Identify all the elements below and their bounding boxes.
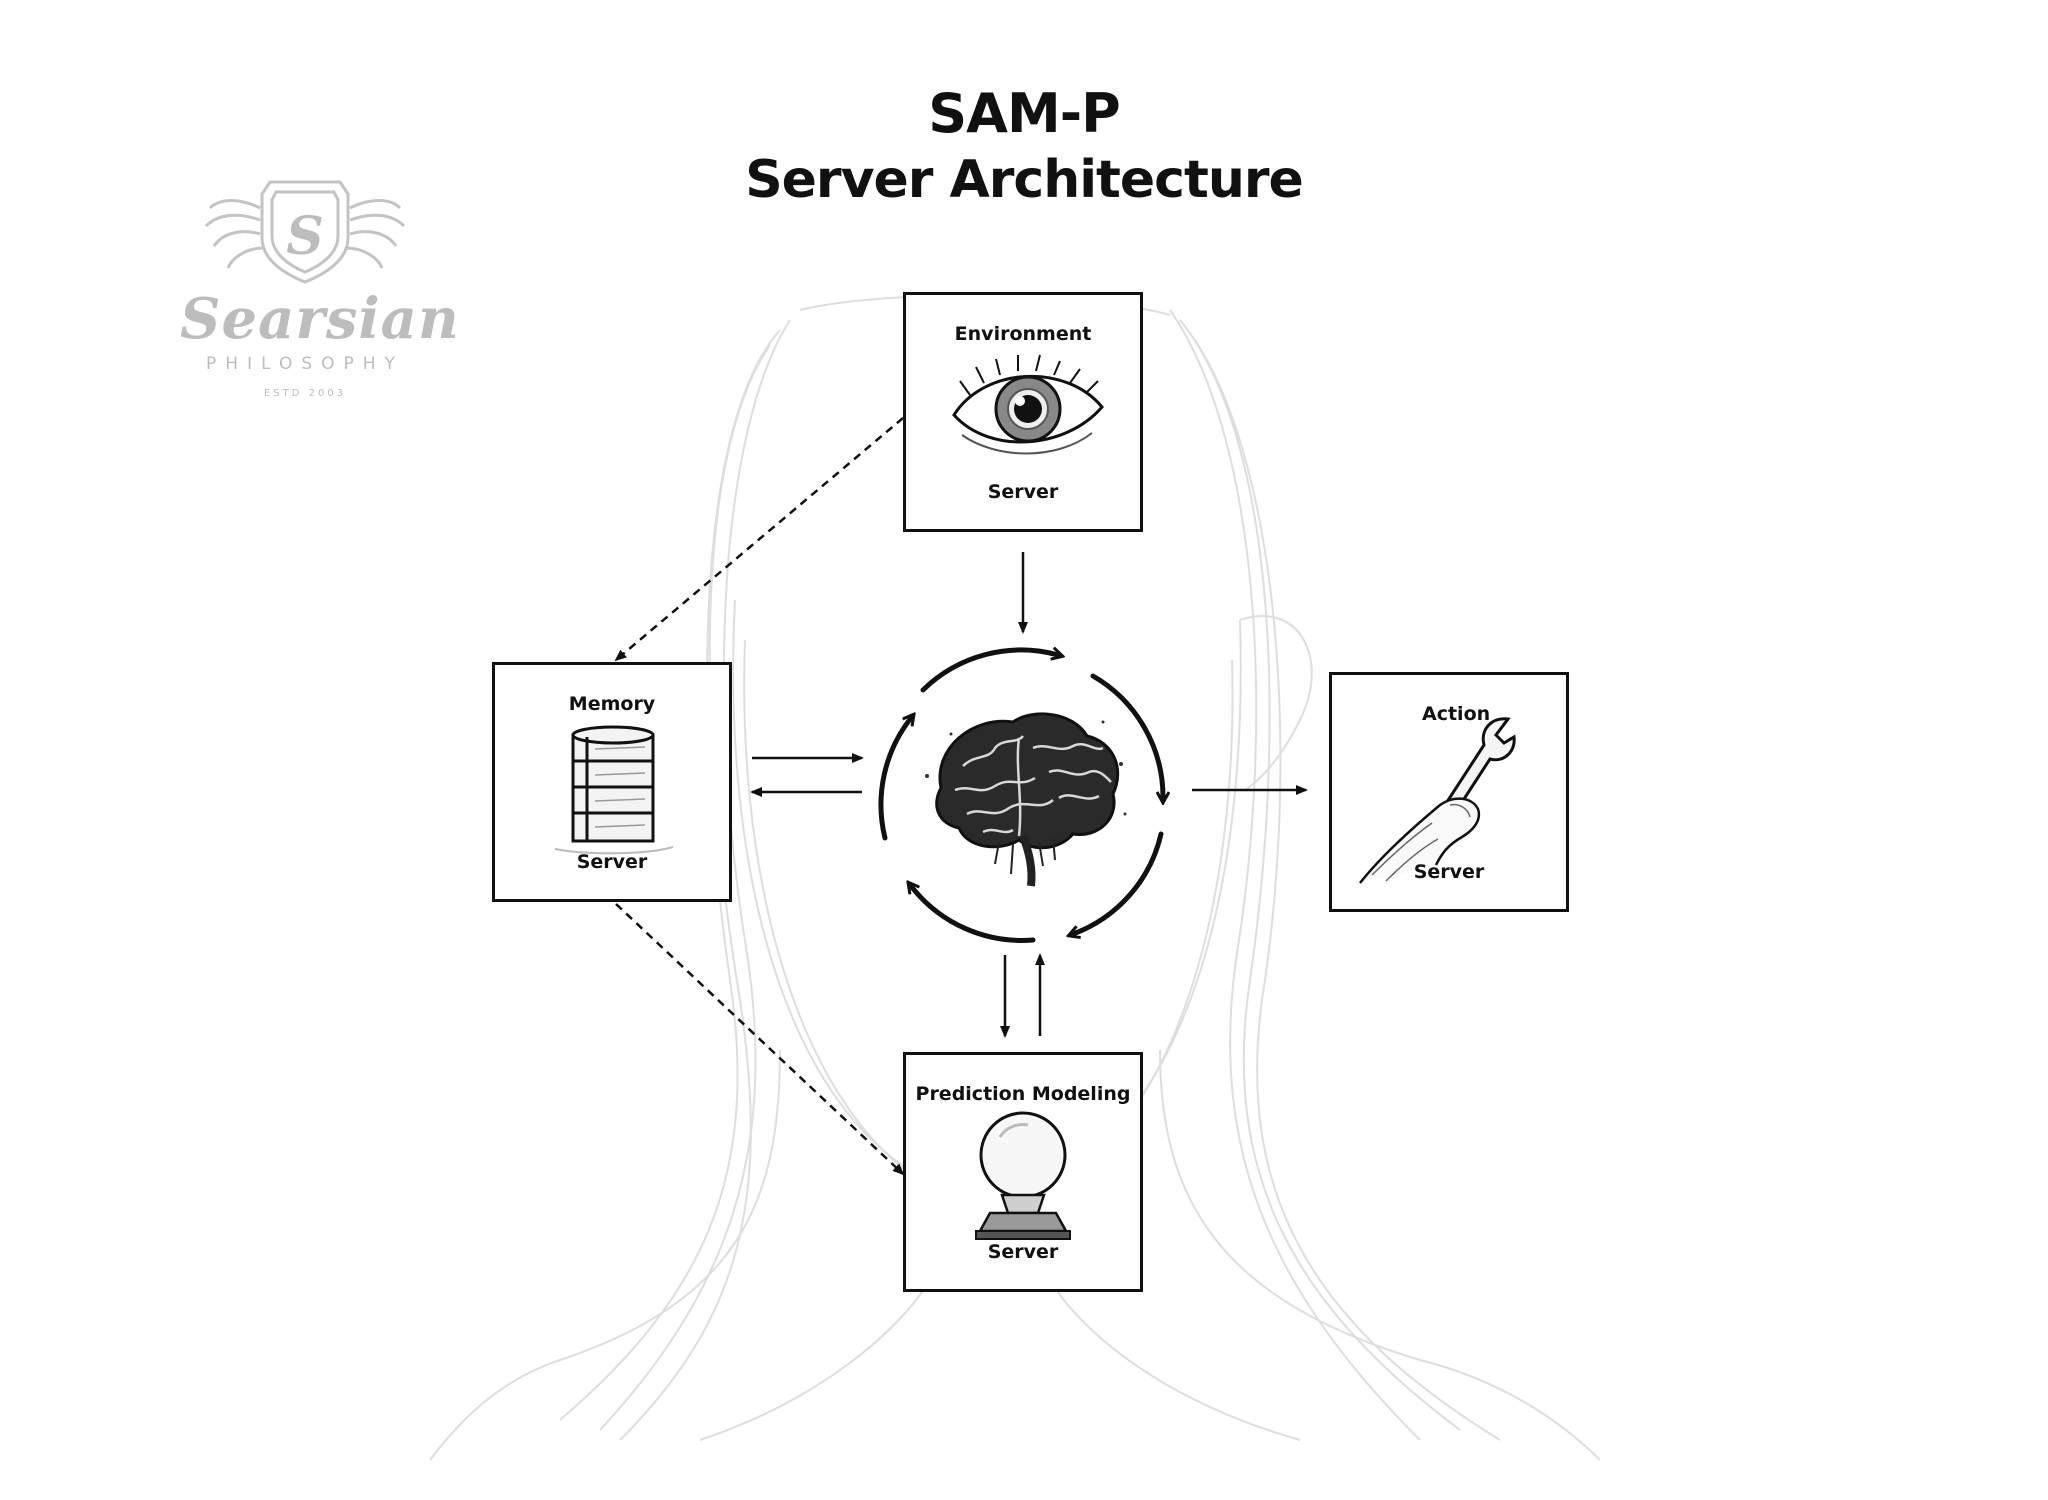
cycle-arrow-bottom-left <box>911 886 1036 943</box>
cycle-arrow-left <box>878 718 911 841</box>
logo-wordmark: Searsian <box>180 286 460 352</box>
crystal-ball-icon <box>975 1111 1071 1240</box>
action-sublabel: Server <box>1413 861 1485 883</box>
cycle-arrow-bottom-right <box>1073 831 1164 934</box>
prediction-modeling-server-node: Prediction Modeling Server <box>903 1052 1143 1292</box>
core-brain <box>878 638 1183 943</box>
database-icon <box>554 725 674 855</box>
logo-monogram: S <box>286 206 324 267</box>
logo-established: ESTD 2003 <box>263 388 347 399</box>
cycle-arrow-top <box>920 650 1058 693</box>
logo-tagline: PHILOSOPHY <box>206 354 404 374</box>
cycle-arrow-right <box>1090 673 1163 798</box>
dashed-arrow-environment-to-memory <box>614 417 904 662</box>
wrench-icon <box>1359 717 1516 884</box>
brain-icon <box>925 712 1127 887</box>
dashed-arrow-memory-to-prediction <box>615 903 905 1176</box>
shield-wings-icon: S <box>204 180 406 284</box>
action-server-node: Action Server <box>1329 672 1569 912</box>
environment-server-node: Environment Server <box>903 292 1143 532</box>
prediction-sublabel: Server <box>987 1241 1059 1263</box>
eye-icon <box>952 354 1104 455</box>
memory-sublabel: Server <box>576 851 648 873</box>
diagram-subtitle: Server Architecture <box>745 150 1304 210</box>
memory-server-node: Memory Server <box>492 662 732 902</box>
memory-label: Memory <box>568 693 656 715</box>
action-label: Action <box>1422 703 1491 725</box>
environment-sublabel: Server <box>987 481 1059 503</box>
searsian-philosophy-logo: S Searsian PHILOSOPHY ESTD 2003 <box>180 168 460 408</box>
environment-label: Environment <box>954 323 1092 345</box>
prediction-label: Prediction Modeling <box>915 1083 1131 1105</box>
diagram-title: SAM-P <box>928 82 1120 145</box>
